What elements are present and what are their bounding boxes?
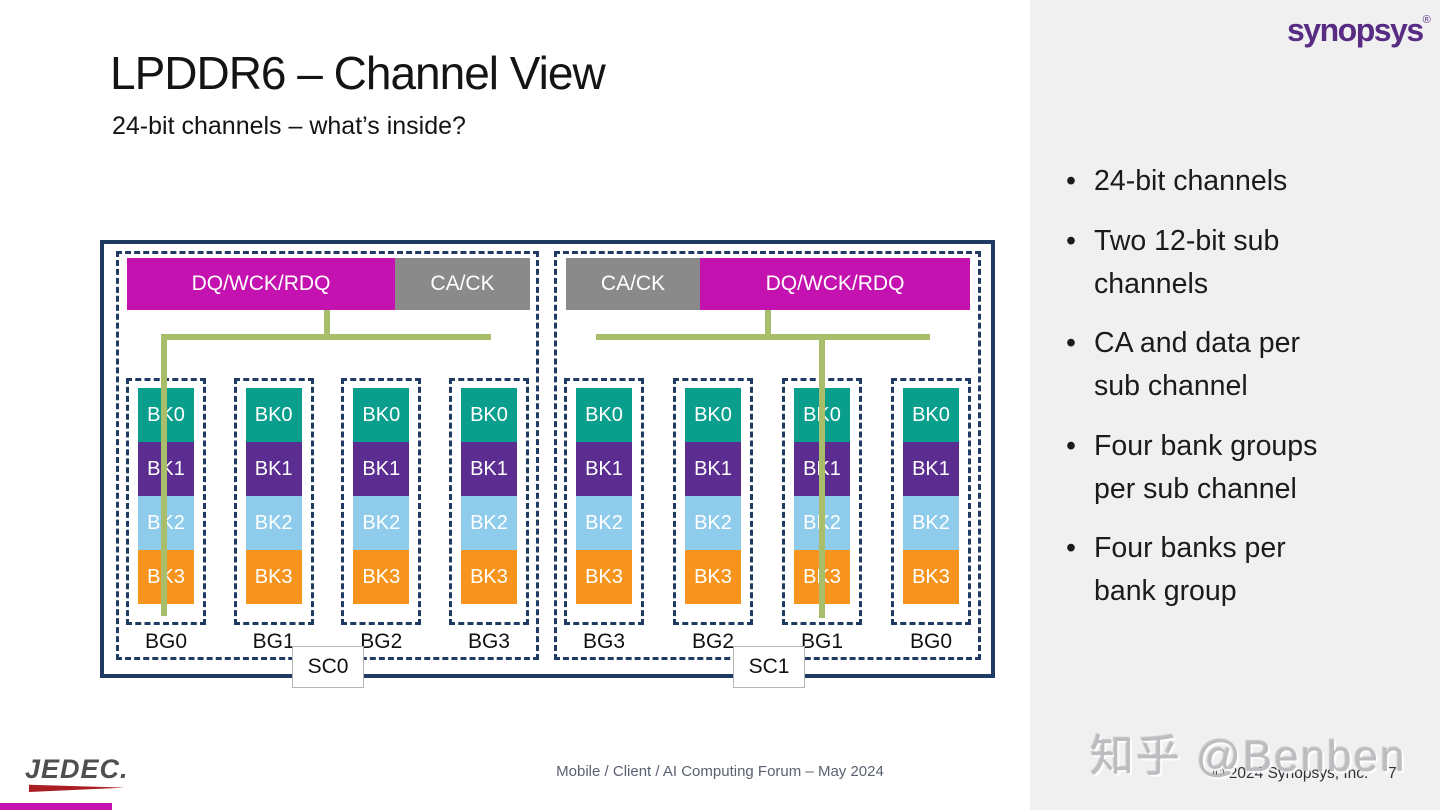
bank-group-label: BG3: [582, 630, 626, 653]
registered-trademark-icon: ®: [1422, 14, 1431, 26]
bus-bar-sc0-dq: DQ/WCK/RDQ: [127, 258, 395, 310]
bank-cell-bk3: BK3: [576, 550, 632, 604]
bank-group-label: BG0: [909, 630, 953, 653]
bank-cell-bk1: BK1: [685, 442, 741, 496]
bullet-list: 24-bit channels Two 12-bit sub channels …: [1062, 160, 1362, 630]
bank-cell-bk2: BK2: [245, 496, 302, 550]
sub-channel-label-sc0: SC0: [292, 646, 364, 688]
bank-cell-bk3: BK3: [685, 550, 741, 604]
bank-cell-bk2: BK2: [460, 496, 517, 550]
bank-cell-bk1: BK1: [245, 442, 302, 496]
connector-line: [765, 310, 771, 336]
bullet-item: CA and data per sub channel: [1062, 322, 1346, 408]
bus-bar-sc1-ca: CA/CK: [566, 258, 700, 310]
bank-group-label: BG1: [252, 630, 295, 653]
bank-cell-bk1: BK1: [353, 442, 410, 496]
synopsys-logo-text: synopsys: [1287, 12, 1424, 48]
bullet-item: Four bank groups per sub channel: [1062, 425, 1346, 511]
bank-cell-bk3: BK3: [903, 550, 959, 604]
bullet-item: Four banks per bank group: [1062, 527, 1346, 613]
bottom-accent-strip: [0, 803, 112, 810]
bank-cell-bk1: BK1: [576, 442, 632, 496]
jedec-logo: JEDEC.: [25, 754, 129, 792]
bank-cell-bk0: BK0: [353, 388, 410, 442]
jedec-logo-text: JEDEC.: [25, 754, 129, 784]
bank-group-label: BG1: [800, 630, 844, 653]
bus-bar-sc1-dq: DQ/WCK/RDQ: [700, 258, 970, 310]
bank-cell-bk0: BK0: [903, 388, 959, 442]
connector-line: [324, 310, 330, 336]
watermark: 知乎 @Benben: [1090, 732, 1407, 781]
bank-cell-bk2: BK2: [576, 496, 632, 550]
connector-line: [596, 334, 930, 340]
connector-line: [161, 334, 491, 340]
bus-bar-sc0-ca: CA/CK: [395, 258, 530, 310]
bank-cell-bk0: BK0: [685, 388, 741, 442]
bank-cell-bk1: BK1: [460, 442, 517, 496]
bank-cell-bk0: BK0: [576, 388, 632, 442]
bank-cell-bk3: BK3: [353, 550, 410, 604]
sub-channel-label-sc1: SC1: [733, 646, 805, 688]
bank-group-label: BG0: [144, 630, 188, 653]
bank-cell-bk3: BK3: [245, 550, 302, 604]
page-number: 7: [1388, 765, 1397, 782]
bullet-item: 24-bit channels: [1062, 160, 1346, 203]
bank-cell-bk1: BK1: [903, 442, 959, 496]
sub-channel-region-sc1: BK0BK1BK2BK3BG3BK0BK1BK2BK3BG2BK0BK1BK2B…: [554, 251, 981, 660]
bank-group-label: BG2: [360, 630, 403, 653]
footer-copyright: © 2024 Synopsys, Inc.: [1213, 765, 1369, 782]
jedec-swoosh-icon: [29, 784, 125, 792]
bank-cell-bk0: BK0: [245, 388, 302, 442]
bank-cell-bk2: BK2: [353, 496, 410, 550]
synopsys-logo: synopsys®: [1287, 12, 1431, 49]
bullet-item: Two 12-bit sub channels: [1062, 220, 1346, 306]
bank-cell-bk3: BK3: [460, 550, 517, 604]
bank-cell-bk2: BK2: [685, 496, 741, 550]
bank-group-label: BG2: [691, 630, 735, 653]
connector-line: [819, 334, 825, 618]
page-subtitle: 24-bit channels – what’s inside?: [112, 112, 466, 140]
channel-outer-box: [100, 240, 995, 678]
page-title: LPDDR6 – Channel View: [110, 47, 606, 99]
connector-line: [161, 334, 167, 616]
bank-cell-bk2: BK2: [903, 496, 959, 550]
bank-group-label: BG3: [467, 630, 510, 653]
footer-event-text: Mobile / Client / AI Computing Forum – M…: [556, 763, 884, 780]
bank-cell-bk0: BK0: [460, 388, 517, 442]
